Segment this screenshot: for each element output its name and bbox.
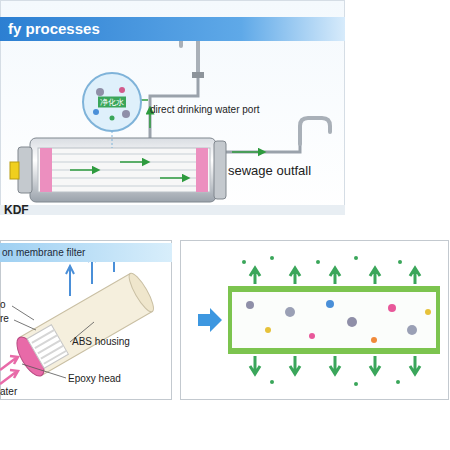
feed-arrow bbox=[0, 370, 18, 384]
membrane-channel bbox=[230, 291, 438, 349]
sewage-pipe bbox=[224, 142, 300, 152]
particle bbox=[309, 333, 315, 339]
particle bbox=[354, 382, 358, 386]
part-label: o bbox=[0, 299, 6, 310]
leader-line bbox=[14, 320, 36, 330]
permeate-arrows bbox=[250, 268, 420, 284]
panel-shadow bbox=[0, 205, 345, 215]
fiber-cutaway bbox=[27, 325, 68, 368]
flow-arrow bbox=[70, 169, 96, 171]
part-label: ABS housing bbox=[72, 336, 130, 347]
particle bbox=[396, 380, 400, 384]
part-label: KDF bbox=[4, 203, 29, 217]
panel-frame bbox=[1, 1, 345, 215]
zoom-leader bbox=[112, 131, 113, 148]
permeate-arrow bbox=[66, 266, 74, 296]
particle bbox=[119, 87, 125, 93]
particle bbox=[398, 260, 402, 264]
inflow-arrow bbox=[198, 308, 222, 332]
particle bbox=[110, 116, 115, 121]
flow-arrow bbox=[120, 161, 146, 163]
faucet bbox=[300, 118, 330, 144]
membrane-bundle bbox=[38, 148, 210, 192]
particle bbox=[425, 309, 431, 315]
cartridge-end bbox=[125, 270, 157, 314]
leader-line bbox=[22, 364, 66, 378]
port-label: direct drinking water port bbox=[150, 104, 260, 115]
zoom-circle: 净化水 bbox=[83, 73, 141, 131]
particle bbox=[270, 256, 274, 260]
part-label: Epoxy head bbox=[68, 373, 121, 384]
outlet-label: sewage outfall bbox=[228, 163, 311, 178]
particle bbox=[371, 337, 377, 343]
permeate-arrows bbox=[250, 356, 420, 374]
particle bbox=[354, 256, 358, 260]
filter-housing bbox=[30, 138, 216, 202]
flow-arrow bbox=[160, 177, 186, 179]
epoxy-end bbox=[40, 148, 52, 192]
particle bbox=[388, 304, 396, 312]
part-label: re bbox=[0, 313, 9, 324]
particle bbox=[122, 110, 130, 118]
fiber-lines bbox=[32, 330, 67, 364]
particle bbox=[246, 301, 254, 309]
flow-arrow bbox=[232, 151, 262, 153]
zoom-circle bbox=[83, 73, 141, 131]
membrane-wall bbox=[436, 286, 440, 354]
faucet-base bbox=[192, 72, 204, 78]
leader-line bbox=[12, 306, 34, 320]
end-cap bbox=[18, 147, 32, 193]
particle bbox=[242, 260, 246, 264]
end-cap bbox=[214, 141, 226, 199]
node-heading: 净化水 bbox=[98, 97, 126, 108]
panel-frame bbox=[181, 241, 449, 400]
part-label: ater bbox=[0, 386, 17, 397]
feed-arrow bbox=[0, 356, 18, 370]
particle bbox=[93, 109, 99, 115]
epoxy-end bbox=[196, 148, 208, 192]
particle bbox=[285, 307, 295, 317]
particle bbox=[96, 88, 104, 96]
particle bbox=[326, 300, 334, 308]
particle bbox=[347, 317, 357, 327]
membrane-cartridge bbox=[12, 270, 158, 380]
membrane-wall bbox=[228, 286, 232, 354]
node-heading: on membrane filter bbox=[0, 243, 172, 262]
fiber-lines bbox=[52, 154, 196, 186]
particle bbox=[270, 380, 274, 384]
particle bbox=[265, 327, 271, 333]
node-heading: fy processes bbox=[0, 17, 345, 41]
water-particles bbox=[242, 256, 431, 386]
kdf-cap bbox=[10, 162, 19, 179]
particle bbox=[316, 260, 320, 264]
particle bbox=[407, 325, 417, 335]
panel-frame bbox=[1, 241, 172, 400]
membrane-wall bbox=[230, 348, 438, 354]
membrane-wall bbox=[230, 286, 438, 292]
